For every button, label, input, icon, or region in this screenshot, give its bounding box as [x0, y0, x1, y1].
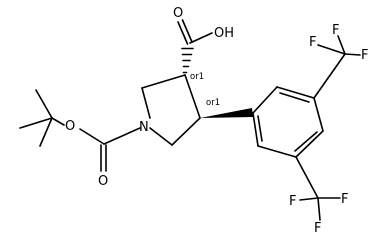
- bond-n-c2: [141, 87, 151, 119]
- atom-label-hydroxyl: OH: [214, 26, 234, 41]
- atom-label-fluorine: F: [341, 192, 348, 207]
- pyrrolidine-ring: [141, 74, 201, 146]
- atom-label-boc-ether-oxygen: O: [65, 119, 75, 134]
- cf3-bottom-group: [295, 156, 341, 221]
- carboxylic-acid-group: [177, 19, 213, 74]
- atom-label-carbonyl-oxygen: O: [173, 6, 183, 21]
- atom-label-fluorine: F: [309, 35, 316, 50]
- hashed-wedge-bond: [181, 47, 194, 74]
- bond-c4-c5: [171, 117, 201, 146]
- atom-label-fluorine: F: [314, 221, 321, 236]
- bond-cooh-c-o-double-1: [177, 21, 189, 45]
- atom-label-fluorine: F: [289, 194, 296, 209]
- stereo-label-c3: or1: [190, 72, 204, 82]
- bond-tbu-methyl-down: [39, 117, 53, 147]
- atom-label-ring-nitrogen: N: [139, 120, 149, 135]
- bond-cooh-c-oh: [189, 32, 213, 44]
- bond-c2-c3: [141, 74, 186, 89]
- stereo-label-c4: or1: [206, 98, 220, 108]
- atom-label-boc-carbonyl-oxygen: O: [98, 174, 108, 189]
- bond-tbu-methyl-up: [35, 89, 53, 119]
- atom-label-fluorine: F: [361, 48, 368, 63]
- benzene-ring: [252, 86, 324, 158]
- bond-n-carbonyl: [103, 127, 141, 145]
- bond-carbonyl-ether-o: [79, 128, 105, 145]
- bond-c5-n: [149, 127, 173, 146]
- atom-label-fluorine: F: [332, 23, 339, 38]
- bond-c3-c4: [184, 74, 201, 119]
- boc-group: [19, 89, 141, 172]
- bold-wedge-bond: [200, 108, 253, 118]
- bond-cooh-c-o-double-2: [181, 19, 193, 43]
- cf3-top-group: [313, 35, 361, 99]
- bond-ether-o-tbu: [51, 117, 65, 126]
- bond-tbu-methyl-left: [19, 117, 53, 129]
